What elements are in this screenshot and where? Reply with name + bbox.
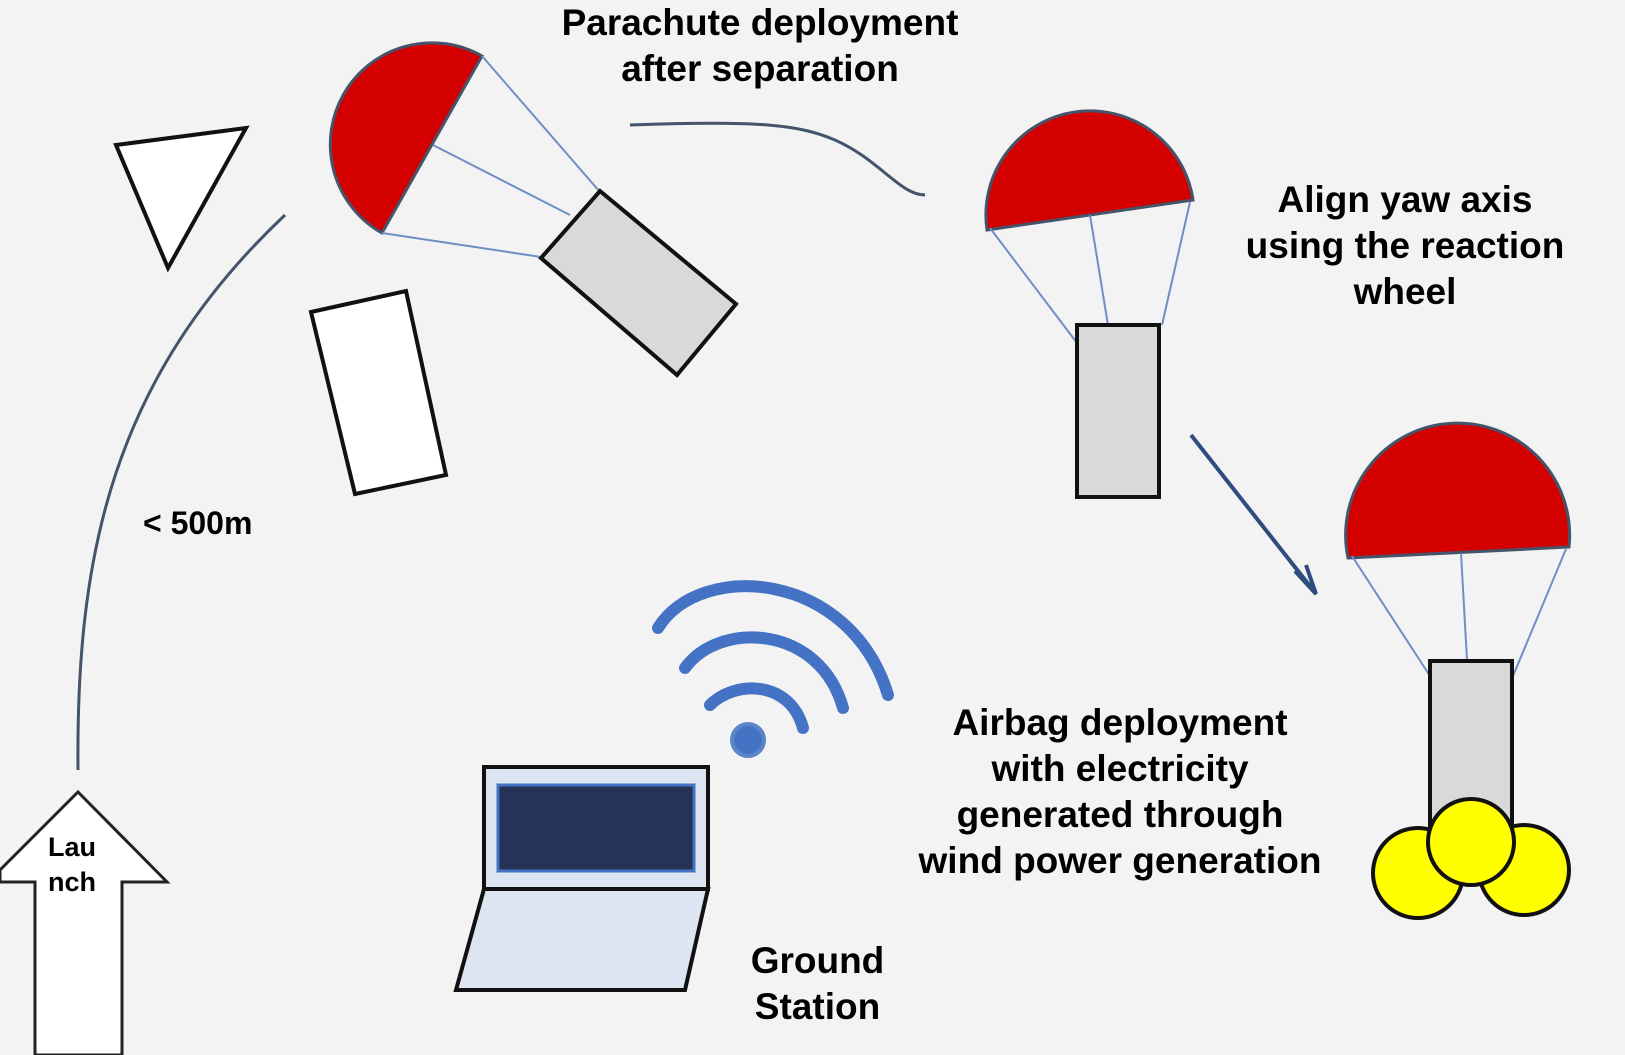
shroud-line: [1351, 555, 1431, 677]
payload-body-tilted: [538, 188, 739, 378]
airbag-deployment-label: Airbag deployment with electricity gener…: [918, 702, 1322, 881]
descent-arrow-head: [1293, 564, 1318, 596]
parachute-canopy-tilted: [328, 41, 485, 236]
parachute-deployment-label: Parachute deployment after separation: [561, 2, 959, 89]
fairing-piece-rectangle: [308, 288, 449, 497]
shroud-line: [481, 55, 601, 193]
launch-label: Launch: [47, 832, 96, 897]
parachute-canopy-landing: [1344, 421, 1572, 560]
payload-body-upright: [1075, 323, 1161, 499]
shroud-line: [432, 144, 571, 216]
shroud-line: [989, 227, 1078, 344]
shroud-line: [381, 232, 542, 258]
ground-station-label: Ground Station: [750, 940, 885, 1027]
launch-arrow: [0, 789, 171, 1055]
airbag-center: [1426, 797, 1516, 887]
shroud-line: [1161, 201, 1191, 326]
descent-arrow-line: [1189, 433, 1315, 592]
parachute-deployment-group: [328, 41, 739, 378]
transition-curve: [629, 121, 926, 197]
launch-trajectory-line: [76, 213, 287, 771]
airbag-deployment-group: [1344, 421, 1572, 920]
shroud-line: [1460, 552, 1468, 661]
yaw-alignment-label: Align yaw axis using the reaction wheel: [1245, 179, 1565, 312]
parachute-canopy-upright: [984, 109, 1195, 232]
laptop-icon: [453, 765, 711, 992]
wireless-signal-icon: [652, 580, 894, 758]
shroud-line: [1089, 214, 1109, 326]
shroud-line: [1512, 548, 1567, 677]
fairing-piece-triangle: [113, 125, 250, 273]
yaw-alignment-group: [984, 109, 1195, 499]
altitude-label: < 500m: [143, 505, 253, 541]
